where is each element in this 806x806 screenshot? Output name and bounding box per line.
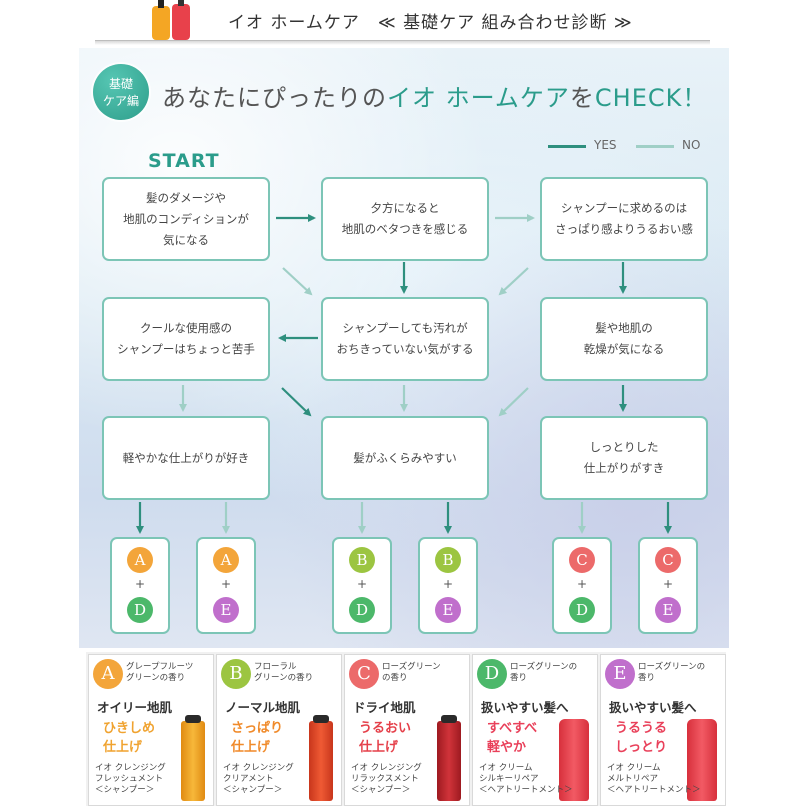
result-a-e[interactable]: A + E [196,537,256,634]
main-title-prefix: あなたにぴったりの [162,84,387,112]
question-moisture-preference[interactable]: シャンプーに求めるのは さっぱり感よりうるおい感 [540,177,708,261]
main-title-brand: イオ ホームケア [387,84,570,112]
result-b-d[interactable]: B + D [332,537,392,634]
product-scent: ローズグリーン の香り [382,662,441,683]
arrow-q4-yes [281,387,312,417]
arrow-q1-no [282,267,313,296]
product-bottle-image [181,721,205,801]
question-cool-feel[interactable]: クールな使用感の シャンプーはちょっと苦手 [102,297,270,381]
result-letter-top: B [435,547,461,573]
start-label: START [148,150,220,172]
product-card-c[interactable]: C ローズグリーン の香り ドライ地肌 うるおい 仕上げ イオ クレンジング リ… [344,654,470,806]
result-letter-bottom: E [655,597,681,623]
result-c-e[interactable]: C + E [638,537,698,634]
question-light-finish[interactable]: 軽やかな仕上がりが好き [102,416,270,500]
product-letter: E [605,659,635,689]
page-header: イオ ホームケア ≪ 基礎ケア 組み合わせ診断 ≫ [0,0,806,45]
question-moist-finish[interactable]: しっとりした 仕上がりがすき [540,416,708,500]
product-finish: すべすべ 軽やか [487,721,538,755]
product-finish: ひきしめ 仕上げ [103,721,156,755]
result-plus: + [134,577,146,591]
category-badge: 基礎 ケア編 [93,64,149,120]
result-c-d[interactable]: C + D [552,537,612,634]
result-letter-top: A [127,547,153,573]
result-letter-bottom: D [127,597,153,623]
product-card-a[interactable]: A グレープフルーツ グリーンの香り オイリー地肌 ひきしめ 仕上げ イオ クレ… [88,654,214,806]
product-finish: うるうる しっとり [615,721,668,755]
result-letter-top: C [655,547,681,573]
result-letter-bottom: E [213,597,239,623]
main-title-check: CHECK！ [594,84,708,112]
product-scalp-type: ドライ地肌 [353,700,416,715]
product-scent: ローズグリーンの 香り [638,662,706,683]
legend-no-label: NO [682,138,701,152]
legend-yes-label: YES [594,138,617,152]
result-b-e[interactable]: B + E [418,537,478,634]
product-letter: B [221,659,251,689]
product-finish: さっぱり 仕上げ [231,721,284,755]
badge-line-2: ケア編 [102,94,139,108]
result-a-d[interactable]: A + D [110,537,170,634]
product-scent: フローラル グリーンの香り [254,662,314,683]
product-card-b[interactable]: B フローラル グリーンの香り ノーマル地肌 さっぱり 仕上げ イオ クレンジン… [216,654,342,806]
product-name: イオ クレンジング フレッシュメント ＜シャンプー＞ [95,763,166,795]
question-damage[interactable]: 髪のダメージや 地肌のコンディションが 気になる [102,177,270,261]
legend-no-line [636,145,674,148]
product-bottle-cap [313,715,329,723]
product-tube-image [559,719,589,801]
product-name: イオ クリーム シルキーリペア ＜ヘアトリートメント＞ [479,763,573,795]
result-plus: + [442,577,454,591]
product-card-d[interactable]: D ローズグリーンの 香り 扱いやすい髪へ すべすべ 軽やか イオ クリーム シ… [472,654,598,806]
main-title-middle: を [569,84,595,112]
product-letter: C [349,659,379,689]
product-bottles-thumbnail [152,0,190,40]
badge-line-1: 基礎 [108,77,133,91]
product-letter: D [477,659,507,689]
result-letter-bottom: E [435,597,461,623]
question-oily-evening[interactable]: 夕方になると 地肌のベタつきを感じる [321,177,489,261]
result-plus: + [220,577,232,591]
result-plus: + [662,577,674,591]
question-residue[interactable]: シャンプーしても汚れが おちきっていない気がする [321,297,489,381]
product-scalp-type: 扱いやすい髪へ [481,700,569,715]
product-bottle-cap [441,715,457,723]
product-scent: グレープフルーツ グリーンの香り [126,662,194,683]
product-letter: A [93,659,123,689]
result-plus: + [356,577,368,591]
question-volume[interactable]: 髪がふくらみやすい [321,416,489,500]
question-dryness[interactable]: 髪や地肌の 乾燥が気になる [540,297,708,381]
product-bottle-image [309,721,333,801]
product-card-e[interactable]: E ローズグリーンの 香り 扱いやすい髪へ うるうる しっとり イオ クリーム … [600,654,726,806]
result-letter-bottom: D [349,597,375,623]
result-plus: + [576,577,588,591]
legend-yes-line [548,145,586,148]
result-letter-top: C [569,547,595,573]
arrow-q3-no [498,267,529,296]
header-divider [95,40,710,41]
header-divider-shadow [95,41,710,45]
product-name: イオ クレンジング リラックスメント ＜シャンプー＞ [351,763,422,795]
product-scalp-type: オイリー地肌 [97,700,173,715]
product-bottle-image [437,721,461,801]
product-tube-image [687,719,717,801]
product-bottle-cap [185,715,201,723]
product-scalp-type: ノーマル地肌 [225,700,301,715]
product-scent: ローズグリーンの 香り [510,662,578,683]
arrow-q6-no [498,387,529,417]
product-name: イオ クレンジング クリアメント ＜シャンプー＞ [223,763,294,795]
main-title: あなたにぴったりのイオ ホームケアをCHECK！ [162,78,707,113]
result-letter-bottom: D [569,597,595,623]
result-letter-top: B [349,547,375,573]
result-letter-top: A [213,547,239,573]
header-title: イオ ホームケア ≪ 基礎ケア 組み合わせ診断 ≫ [228,13,633,33]
product-scalp-type: 扱いやすい髪へ [609,700,697,715]
product-finish: うるおい 仕上げ [359,721,412,755]
product-name: イオ クリーム メルトリペア ＜ヘアトリートメント＞ [607,763,701,795]
